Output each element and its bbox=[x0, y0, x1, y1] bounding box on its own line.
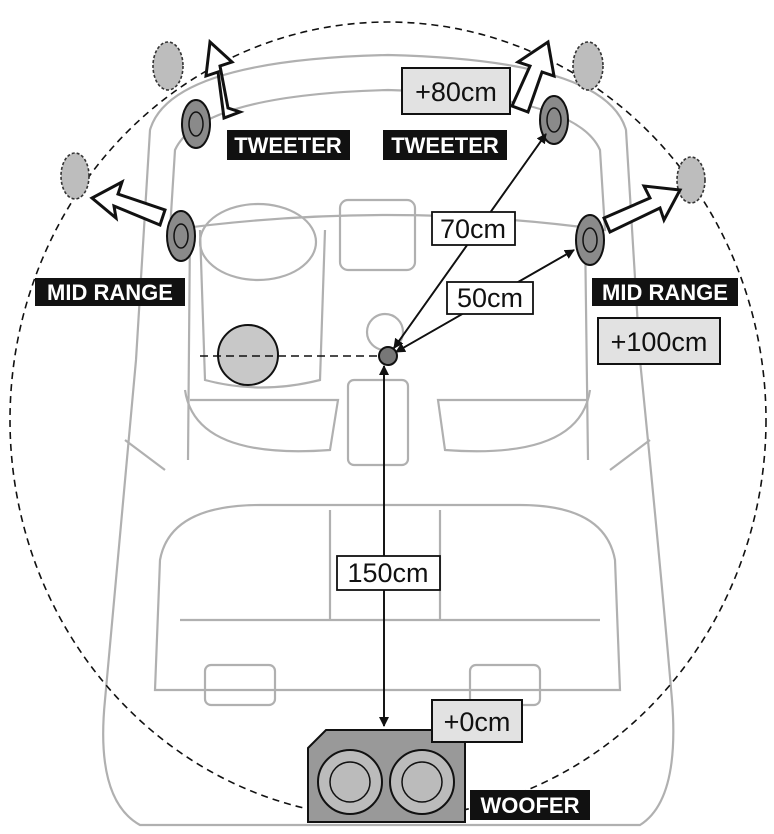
tweeter-right-icon bbox=[539, 95, 569, 145]
midrange-left-icon bbox=[166, 210, 196, 262]
svg-text:MID RANGE: MID RANGE bbox=[47, 280, 173, 305]
woofer-offset-value: +0cm bbox=[431, 699, 523, 743]
svg-text:TWEETER: TWEETER bbox=[391, 133, 499, 158]
midrange-distance-value: 50cm bbox=[446, 281, 534, 315]
tweeter-left-icon bbox=[181, 99, 211, 149]
midrange-offset-value: +100cm bbox=[597, 317, 721, 365]
midrange-right-label: MID RANGE bbox=[592, 278, 738, 306]
woofer-distance-value: 150cm bbox=[336, 555, 441, 591]
shift-arrow-icons bbox=[89, 38, 683, 235]
listener-head bbox=[217, 324, 279, 386]
woofer-icon bbox=[307, 729, 466, 823]
virtual-midrange-right-icon bbox=[676, 156, 706, 204]
tweeter-offset-value: +80cm bbox=[401, 67, 511, 115]
midrange-left-label: MID RANGE bbox=[35, 278, 185, 306]
svg-text:70cm: 70cm bbox=[440, 214, 506, 244]
svg-text:MID RANGE: MID RANGE bbox=[602, 280, 728, 305]
virtual-midrange-left-icon bbox=[60, 152, 90, 200]
svg-text:TWEETER: TWEETER bbox=[234, 133, 342, 158]
svg-text:150cm: 150cm bbox=[347, 558, 428, 588]
car-outline bbox=[102, 53, 675, 827]
svg-text:+100cm: +100cm bbox=[611, 327, 708, 357]
svg-text:+80cm: +80cm bbox=[415, 77, 497, 107]
tweeter-left-label: TWEETER bbox=[227, 130, 350, 160]
svg-text:50cm: 50cm bbox=[457, 283, 523, 313]
virtual-tweeter-left-icon bbox=[152, 41, 184, 91]
virtual-tweeter-right-icon bbox=[572, 41, 604, 91]
woofer-label: WOOFER bbox=[470, 790, 590, 820]
tweeter-distance-value: 70cm bbox=[431, 211, 516, 246]
midrange-right-icon bbox=[575, 214, 605, 266]
svg-text:+0cm: +0cm bbox=[444, 707, 511, 737]
listening-radius-circle bbox=[9, 21, 767, 819]
tweeter-right-label: TWEETER bbox=[383, 130, 507, 160]
svg-text:WOOFER: WOOFER bbox=[481, 793, 580, 818]
listening-position-dot bbox=[378, 346, 398, 366]
